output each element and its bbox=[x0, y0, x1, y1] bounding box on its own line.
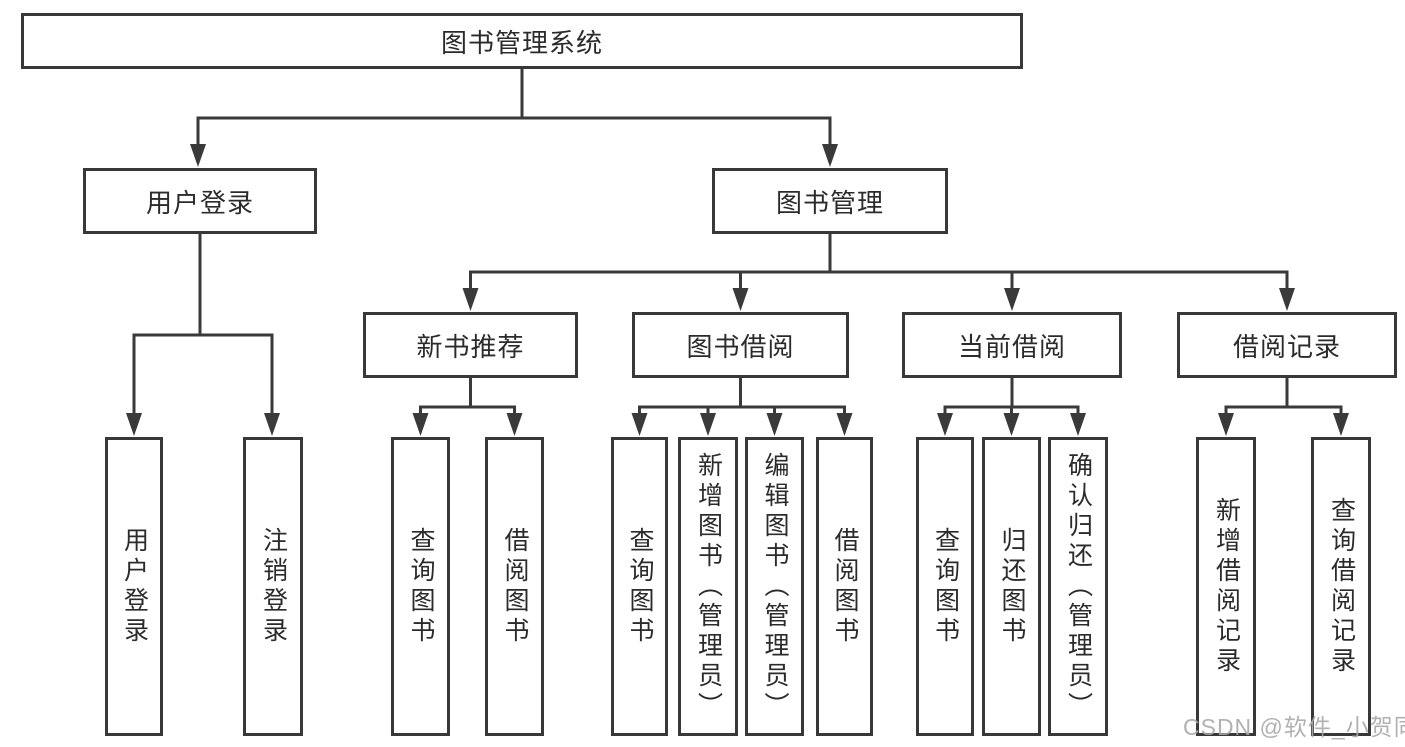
node-book-borrow-label: 图书借阅 bbox=[686, 331, 795, 362]
leaf-newbook-query-label: 查询图书 bbox=[407, 526, 435, 647]
arrowhead bbox=[264, 413, 280, 436]
csdn-watermark: CSDN @软件_小贺同学 bbox=[1183, 714, 1405, 740]
node-borrow-records-label: 借阅记录 bbox=[1232, 331, 1341, 362]
connector-user-login-to-leaves bbox=[126, 233, 280, 436]
arrowhead bbox=[1004, 288, 1020, 311]
node-new-book-recommend: 新书推荐 bbox=[363, 312, 578, 378]
node-root-system: 图书管理系统 bbox=[21, 13, 1023, 69]
arrowhead bbox=[631, 413, 648, 436]
arrowhead bbox=[1333, 413, 1349, 436]
leaf-current-confirm-admin: 确认归还（管理员） bbox=[1048, 437, 1108, 736]
connector-book-borrow-to-leaves bbox=[631, 377, 853, 436]
leaf-current-return: 归还图书 bbox=[982, 437, 1041, 736]
node-root-system-label: 图书管理系统 bbox=[440, 27, 603, 58]
leaf-logout: 注销登录 bbox=[243, 437, 303, 736]
node-user-login-label: 用户登录 bbox=[145, 187, 254, 218]
leaf-borrow-query: 查询图书 bbox=[611, 437, 668, 736]
leaf-user-login: 用户登录 bbox=[105, 437, 163, 736]
node-book-management: 图书管理 bbox=[712, 168, 948, 234]
leaf-newbook-borrow: 借阅图书 bbox=[485, 437, 544, 736]
leaf-borrow-query-label: 查询图书 bbox=[626, 526, 654, 647]
node-user-login: 用户登录 bbox=[83, 168, 317, 234]
leaf-current-return-label: 归还图书 bbox=[998, 526, 1026, 647]
connector-root-to-level1 bbox=[190, 68, 838, 167]
leaf-current-query-label: 查询图书 bbox=[931, 526, 960, 647]
connector-current-borrow-to-leaves bbox=[937, 377, 1086, 436]
leaf-borrow-add-admin-label: 新增图书（管理员） bbox=[694, 451, 723, 722]
leaf-current-query: 查询图书 bbox=[916, 437, 974, 736]
arrowhead bbox=[766, 413, 783, 436]
connector-borrow-records-to-leaves bbox=[1218, 377, 1349, 436]
arrowhead bbox=[506, 413, 523, 436]
arrowhead bbox=[836, 413, 853, 436]
connector-new-book-to-leaves bbox=[412, 377, 523, 436]
leaf-borrow-add-admin: 新增图书（管理员） bbox=[678, 437, 738, 736]
arrowhead bbox=[1003, 413, 1020, 436]
node-current-borrow-label: 当前借阅 bbox=[957, 331, 1066, 362]
connector-book-management-to-level2 bbox=[462, 233, 1295, 311]
arrowhead bbox=[126, 413, 142, 436]
leaf-borrow-book-label: 借阅图书 bbox=[831, 526, 859, 647]
arrowhead bbox=[1218, 413, 1234, 436]
leaf-record-query: 查询借阅记录 bbox=[1311, 437, 1371, 736]
arrowhead bbox=[1070, 413, 1086, 436]
arrowhead bbox=[937, 413, 953, 436]
leaf-newbook-query: 查询图书 bbox=[391, 437, 450, 736]
leaf-current-confirm-admin-label: 确认归还（管理员） bbox=[1064, 451, 1093, 722]
arrowhead bbox=[822, 144, 838, 167]
node-new-book-recommend-label: 新书推荐 bbox=[416, 331, 525, 362]
leaf-user-login-label: 用户登录 bbox=[120, 526, 149, 647]
arrowhead bbox=[700, 413, 716, 436]
arrowhead bbox=[190, 144, 206, 167]
node-current-borrow: 当前借阅 bbox=[902, 312, 1122, 378]
leaf-record-add: 新增借阅记录 bbox=[1196, 437, 1256, 736]
arrowhead bbox=[732, 288, 749, 311]
leaf-borrow-book: 借阅图书 bbox=[816, 437, 873, 736]
arrowhead bbox=[462, 288, 479, 311]
arrowhead bbox=[1279, 288, 1295, 311]
leaf-logout-label: 注销登录 bbox=[259, 526, 288, 647]
leaf-borrow-edit-admin-label: 编辑图书（管理员） bbox=[761, 451, 789, 722]
node-book-management-label: 图书管理 bbox=[775, 187, 884, 218]
node-book-borrow: 图书借阅 bbox=[632, 312, 849, 378]
leaf-record-query-label: 查询借阅记录 bbox=[1327, 496, 1356, 677]
node-borrow-records: 借阅记录 bbox=[1177, 312, 1397, 378]
leaf-newbook-borrow-label: 借阅图书 bbox=[501, 526, 529, 647]
leaf-borrow-edit-admin: 编辑图书（管理员） bbox=[745, 437, 804, 736]
leaf-record-add-label: 新增借阅记录 bbox=[1212, 496, 1241, 677]
arrowhead bbox=[412, 413, 429, 436]
